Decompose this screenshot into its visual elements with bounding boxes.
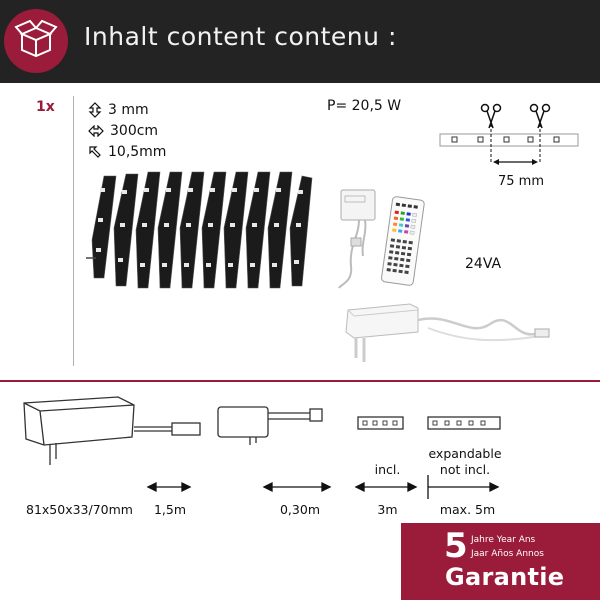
spec-height: 3 mm xyxy=(88,100,149,120)
length-arrow-icon xyxy=(88,125,104,137)
spec-height-text: 3 mm xyxy=(108,102,149,118)
warranty-years: 5 xyxy=(444,526,468,566)
extension-note-2: not incl. xyxy=(439,462,491,477)
extension-length-label: max. 5m xyxy=(439,502,496,517)
height-arrow-icon xyxy=(88,102,102,118)
power-adapter-image xyxy=(345,303,550,362)
cut-diagram xyxy=(439,103,579,165)
section-divider xyxy=(0,380,600,382)
open-box-icon xyxy=(4,9,68,73)
scissors-icon xyxy=(529,103,551,129)
warranty-line2: Jaar Años Annos xyxy=(471,549,544,559)
cable2-length-label: 0,30m xyxy=(279,502,320,517)
led-strip-coil-image xyxy=(86,171,313,289)
voltage-label: 24VA xyxy=(465,256,502,272)
spec-width-text: 10,5mm xyxy=(108,144,167,160)
quantity-label: 1x xyxy=(36,99,55,115)
strip-length-label: 3m xyxy=(377,502,398,517)
bottom-line-drawings xyxy=(23,396,501,499)
power-label: P= 20,5 W xyxy=(327,98,402,114)
header-bar: Inhalt content contenu : xyxy=(0,0,600,83)
width-arrow-icon xyxy=(89,146,101,158)
warranty-badge: 5 Jahre Year Ans Jaar Años Annos Garanti… xyxy=(401,523,600,600)
page-title: Inhalt content contenu : xyxy=(84,22,397,51)
extension-note-1: expandable xyxy=(428,446,502,461)
scissors-icon xyxy=(480,103,502,129)
spec-length-text: 300cm xyxy=(110,123,159,139)
strip-note-label: incl. xyxy=(374,462,401,477)
cable1-length-label: 1,5m xyxy=(153,502,187,517)
cut-distance-label: 75 mm xyxy=(498,174,545,189)
warranty-label: Garantie xyxy=(445,563,565,591)
vertical-divider xyxy=(73,96,74,366)
warranty-line1: Jahre Year Ans xyxy=(471,535,536,545)
spec-length: 300cm xyxy=(88,121,158,141)
controller-and-remote-image xyxy=(338,189,425,289)
spec-width: 10,5mm xyxy=(88,142,166,162)
psu-dimensions-label: 81x50x33/70mm xyxy=(26,502,133,517)
